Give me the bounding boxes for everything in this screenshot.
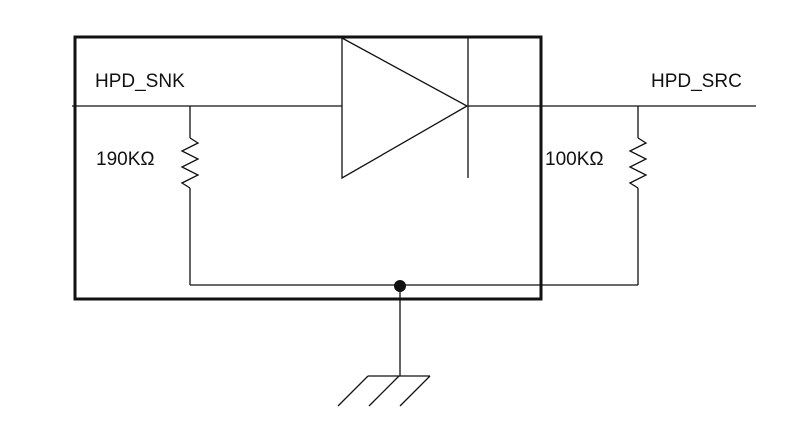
hpd-src-label: HPD_SRC — [651, 71, 742, 92]
resistor-right-label: 100KΩ — [545, 149, 604, 170]
ground-icon — [337, 375, 431, 407]
right-resistor — [628, 137, 648, 189]
buffer-triangle — [341, 36, 469, 180]
resistor-left-label: 190KΩ — [96, 149, 155, 170]
left-resistor — [180, 137, 200, 189]
junction-dot — [394, 280, 406, 292]
chip-boundary-box — [73, 35, 543, 301]
hpd-snk-label: HPD_SNK — [95, 71, 185, 92]
